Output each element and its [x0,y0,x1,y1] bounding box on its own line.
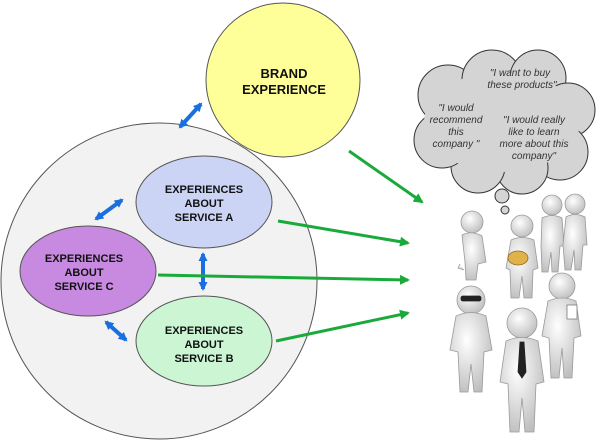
quote-learn-line3: more about this [500,139,569,150]
quote-recommend-line1: "I would [438,103,474,114]
service-c-to-customers-arrow [157,273,410,285]
customer-tie-figure [499,307,545,433]
brand-label-line1: BRAND [261,66,308,81]
service-b-line3: SERVICE B [174,353,233,365]
customer-pair-figures [540,193,588,273]
service-b-line2: ABOUT [184,339,223,351]
brand-company-double-arrow [178,102,203,129]
service-c-line3: SERVICE C [54,281,113,293]
quote-buy-line1: "I want to buy [490,68,551,79]
quote-learn-line1: "I would really [503,115,566,126]
customer-sunglasses-figure [449,285,493,393]
customer-clipboard-figure [541,272,582,379]
service-c-line2: ABOUT [64,267,103,279]
quote-learn-line4: company" [512,151,557,162]
customer-figures [449,193,588,433]
service-a-to-customers-arrow [277,219,410,247]
quote-buy-line2: these products" [487,80,557,91]
service-b-line1: EXPERIENCES [165,325,243,337]
brand-to-customers-arrow [348,149,424,204]
customer-guitar-figure [505,214,539,299]
service-a-line1: EXPERIENCES [165,184,243,196]
service-a-line3: SERVICE A [175,212,234,224]
quote-learn-line2: like to learn [508,127,560,138]
quote-recommend-line3: this [448,127,464,138]
service-a-line2: ABOUT [184,198,223,210]
brand-label-line2: EXPERIENCE [242,82,326,97]
service-c-node [19,225,157,317]
c-b-double-arrow [104,320,128,342]
a-c-double-arrow [94,198,124,221]
thought-bubble [413,49,596,215]
service-b-node [135,295,273,387]
quote-recommend-line4: company " [433,139,480,150]
customer-thinking-figure [457,210,487,281]
service-c-line1: EXPERIENCES [45,253,123,265]
quote-recommend-line2: recommend [430,115,483,126]
service-a-node [135,155,273,249]
service-b-to-customers-arrow [275,309,410,343]
brand-experience-node [205,2,361,158]
